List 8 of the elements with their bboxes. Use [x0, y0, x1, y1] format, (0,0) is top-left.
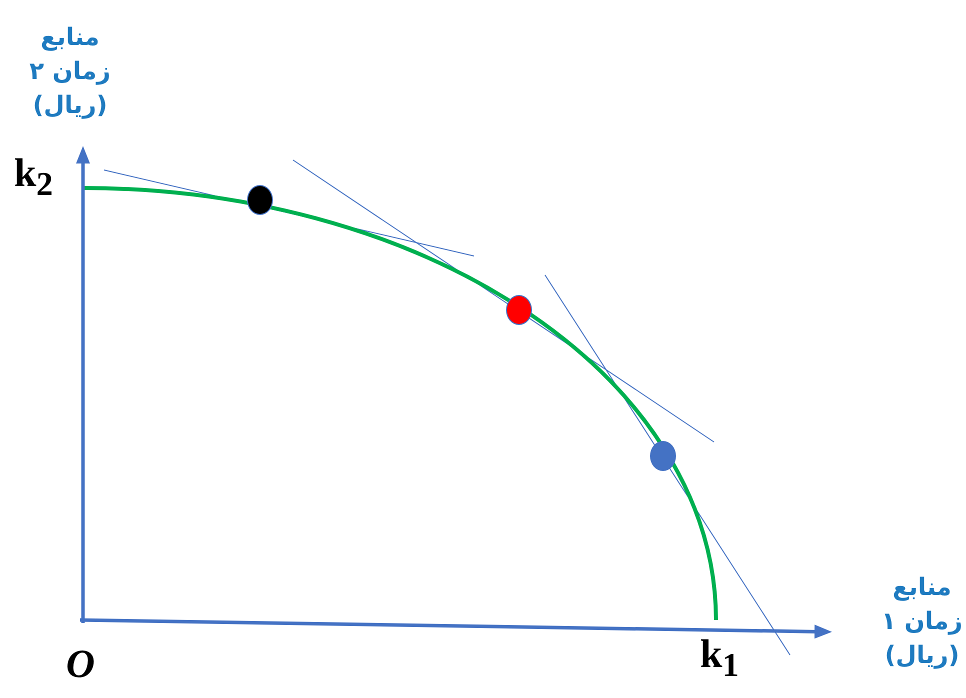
- axis-label: منابع زمان ۱ (ریال): [880, 572, 964, 671]
- axis-value-label: k$_{1}$: [700, 634, 739, 686]
- axis-value-label: k$_{2}$: [14, 153, 53, 205]
- axis-label: منابع زمان ۲ (ریال): [28, 22, 112, 121]
- point-dot: [650, 441, 676, 471]
- origin-label: O: [66, 644, 95, 684]
- point-dot: [506, 295, 532, 325]
- point-dot: [247, 185, 273, 215]
